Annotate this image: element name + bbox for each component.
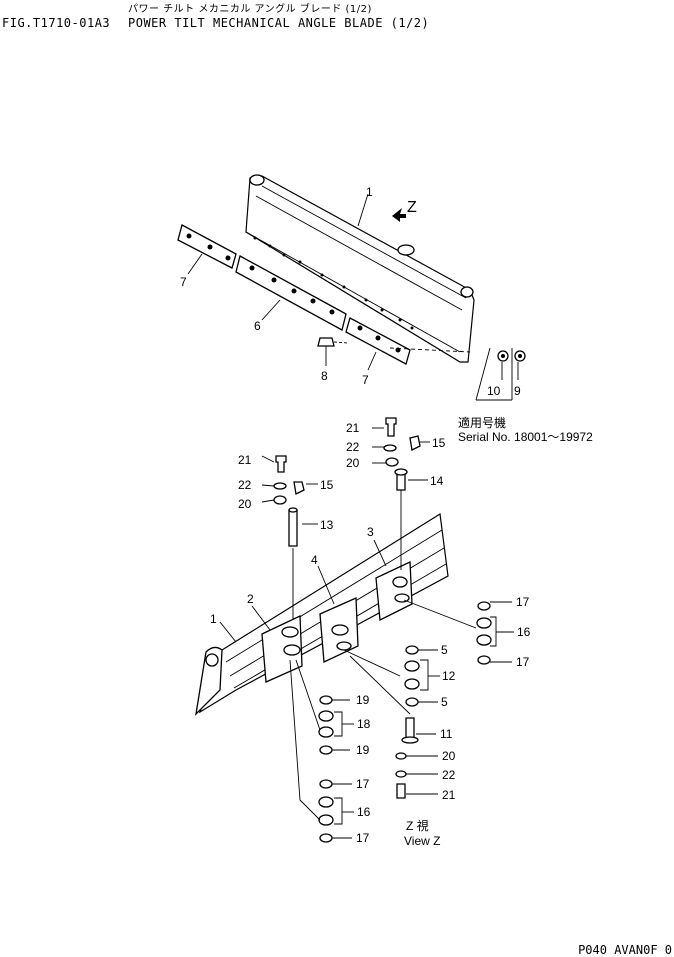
blade-face [245, 175, 475, 363]
plate-20-left [273, 495, 287, 505]
spacer-12 [404, 660, 420, 672]
bolt-21-left [275, 455, 287, 473]
callout-6: 6 [254, 319, 261, 333]
callout-19-top: 19 [356, 693, 370, 707]
callout-20-right: 20 [346, 456, 360, 470]
plate-20-low [395, 752, 407, 760]
callout-20-low: 20 [442, 749, 456, 763]
callout-15-right: 15 [432, 436, 446, 450]
fitting-15-right [409, 435, 421, 451]
callout-14: 14 [430, 474, 444, 488]
spacer-5 [405, 645, 419, 655]
lower-blade-view [195, 417, 514, 843]
callout-17-low-top: 17 [356, 777, 370, 791]
blade-lug [397, 244, 415, 256]
cutting-edge-center [235, 255, 347, 331]
callout-1-top: 1 [366, 185, 373, 199]
callout-7-left: 7 [180, 275, 187, 289]
callout-13: 13 [320, 518, 334, 532]
shim-17 [477, 601, 491, 611]
callout-17-right-top: 17 [516, 595, 530, 609]
washer-22-left [273, 482, 287, 490]
callout-1-bottom: 1 [210, 612, 217, 626]
cutting-edge-left [177, 224, 237, 269]
callout-16-right: 16 [517, 625, 531, 639]
shim-17 [477, 655, 491, 665]
bolt-21-right [385, 417, 397, 437]
shim-16 [476, 617, 492, 629]
spacer-5 [405, 697, 419, 707]
shim-19 [319, 695, 333, 705]
callout-5-top: 5 [441, 643, 448, 657]
callout-17-low-bottom: 17 [356, 831, 370, 845]
callout-16-low: 16 [357, 805, 371, 819]
shim-18 [318, 726, 334, 738]
blade-lug [460, 286, 474, 298]
page-code: P040 AVAN0F 0 [578, 943, 672, 957]
view-label: View Z [404, 834, 440, 848]
shim-19 [319, 745, 333, 755]
view-z-marker: Z [407, 199, 417, 216]
callout-22-left: 22 [238, 478, 252, 492]
fitting-15-left [293, 481, 305, 495]
callout-15-left: 15 [320, 478, 334, 492]
blade-holes [253, 236, 414, 330]
callout-10: 10 [487, 384, 501, 398]
figure-id: FIG.T1710-01A3 [2, 16, 111, 30]
callout-2: 2 [247, 592, 254, 606]
view-arrow-icon [392, 208, 406, 222]
title-japanese: パワー チルト メカニカル アングル ブレード (1/2) [128, 4, 372, 15]
callout-19-bottom: 19 [356, 743, 370, 757]
serial-bracket [475, 347, 513, 401]
shim-18 [318, 710, 334, 722]
callout-21-left: 21 [238, 453, 252, 467]
bolt-8 [317, 337, 335, 347]
shim-16 [318, 796, 334, 808]
callout-22-low: 22 [442, 768, 456, 782]
shim-17 [319, 833, 333, 843]
callout-8: 8 [321, 369, 328, 383]
callout-4: 4 [311, 553, 318, 567]
callout-7-bottom: 7 [362, 373, 369, 387]
upper-blade-view [177, 174, 526, 401]
bolt-21-low [396, 783, 406, 799]
cutting-edge-right [345, 317, 411, 365]
plate-20-right [385, 457, 399, 467]
callout-3: 3 [367, 525, 374, 539]
blade-lug [249, 174, 265, 186]
callout-9: 9 [514, 384, 521, 398]
bracket-3 [375, 560, 413, 622]
shim-16 [476, 634, 492, 646]
callout-21-low: 21 [442, 788, 456, 802]
washer-22-low [395, 770, 407, 778]
callout-18: 18 [357, 717, 371, 731]
callout-20-left: 20 [238, 497, 252, 511]
view-label-jp: Z 視 [406, 818, 429, 833]
shim-17 [319, 779, 333, 789]
callout-12: 12 [442, 669, 456, 683]
pin-13 [288, 509, 298, 547]
callout-5-bottom: 5 [441, 695, 448, 709]
callout-17-right-bottom: 17 [516, 655, 530, 669]
spacer-12 [404, 678, 420, 690]
shim-16 [318, 814, 334, 826]
washer-22-right [383, 444, 397, 452]
callout-22-right: 22 [346, 440, 360, 454]
serial-note: Serial No. 18001～19972 [458, 430, 593, 444]
figure-title: POWER TILT MECHANICAL ANGLE BLADE (1/2) [128, 16, 430, 30]
callout-11: 11 [440, 727, 453, 741]
callout-21-right: 21 [346, 421, 360, 435]
serial-note-jp: 適用号機 [458, 415, 506, 430]
